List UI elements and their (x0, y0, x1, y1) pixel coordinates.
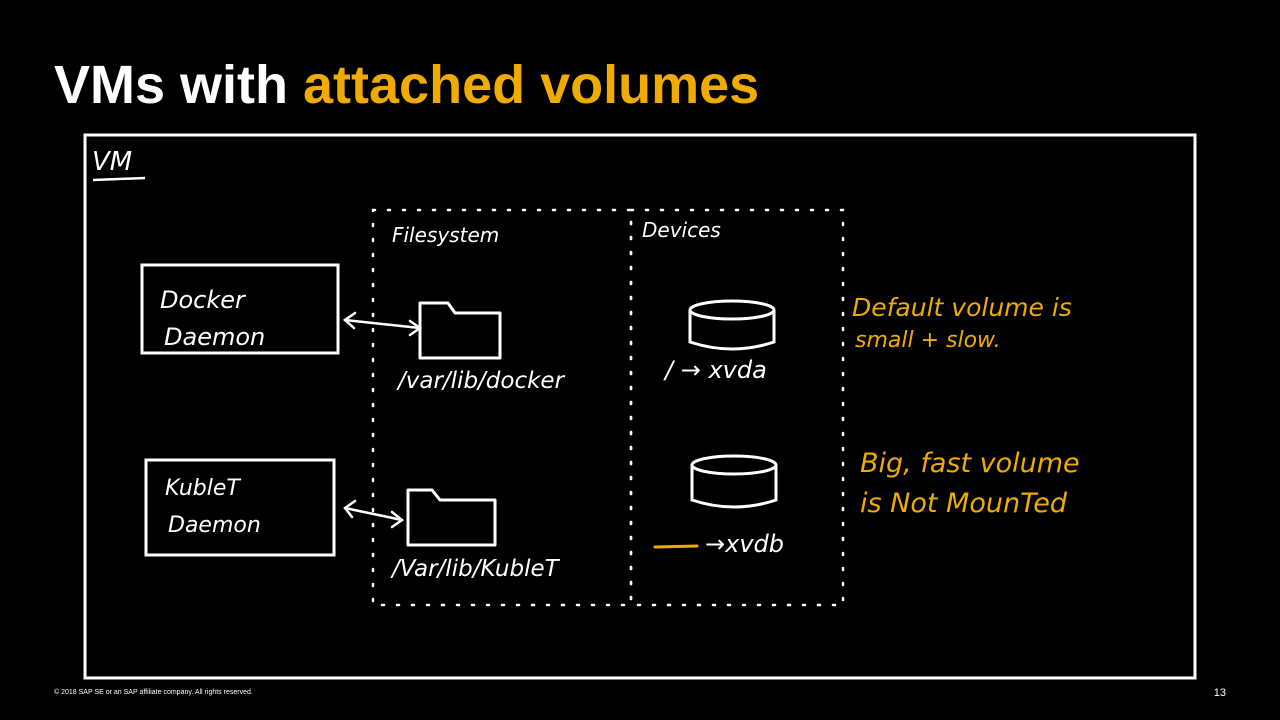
vm-label-underline (92, 176, 146, 182)
xvdb-label: →xvdb (705, 530, 784, 558)
docker-link-arrow (342, 311, 423, 337)
docker-daemon-box (140, 263, 340, 355)
kublet-path-label: /Var/lib/KubleT (390, 556, 561, 582)
kublet-link-arrow (343, 499, 405, 529)
kublet-daemon-box (144, 458, 336, 557)
kublet-daemon-line1: KubleT (165, 476, 241, 501)
filesystem-label: Filesystem (392, 223, 499, 247)
docker-daemon-line2: Daemon (164, 323, 265, 351)
page-number: 13 (1213, 687, 1226, 699)
note-big-line1: Big, fast volume (860, 448, 1080, 479)
page-title: VMs with attached volumes (54, 58, 759, 112)
note-default-line1: Default volume is (852, 293, 1072, 322)
filesystem-region (371, 208, 633, 607)
docker-daemon-line1: Docker (160, 286, 247, 314)
xvda-label: / → xvda (663, 356, 767, 384)
kublet-folder-icon (406, 488, 497, 547)
xvdb-disk-icon (690, 454, 778, 509)
title-accent: attached volumes (303, 55, 760, 115)
title-prefix: VMs with (54, 55, 304, 115)
devices-region (629, 208, 845, 607)
note-big-line2: is Not MounTed (860, 488, 1068, 519)
devices-label: Devices (642, 218, 721, 242)
copyright-footer: © 2018 SAP SE or an SAP affiliate compan… (54, 689, 253, 696)
docker-folder-icon (418, 301, 502, 360)
kublet-daemon-line2: Daemon (168, 513, 261, 538)
vm-label: VM (92, 147, 132, 177)
note-default-line2: small + slow. (855, 328, 1001, 353)
docker-path-label: /var/lib/docker (396, 368, 566, 394)
xvda-disk-icon (688, 299, 776, 351)
xvdb-unmounted-mark (653, 544, 699, 549)
vm-frame (83, 133, 1197, 680)
